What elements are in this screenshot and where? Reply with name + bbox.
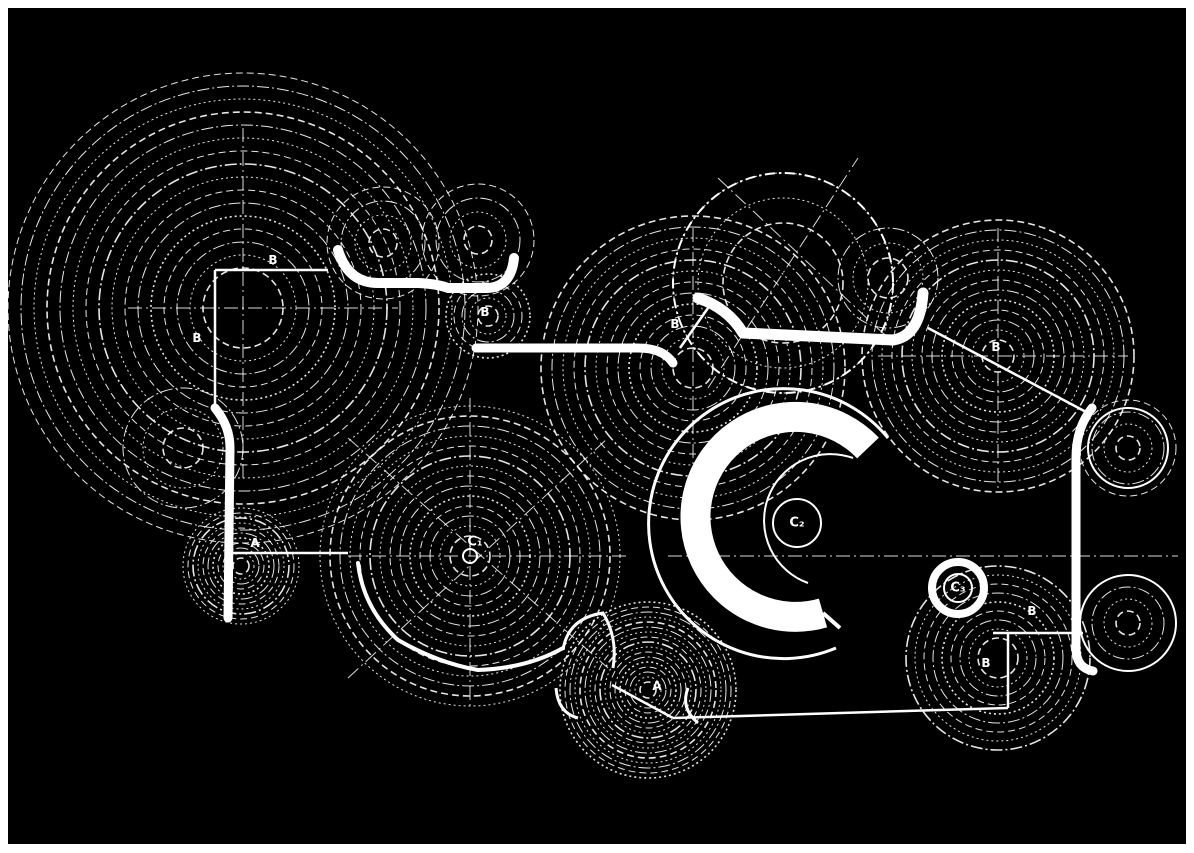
label-b-right: B — [991, 341, 1000, 353]
diagonal-large-circle — [673, 173, 893, 393]
label-a-bottom: A — [652, 680, 661, 692]
axis-c1-diagonal-2 — [348, 438, 608, 678]
ring-group-a-left-ring — [198, 523, 284, 609]
ring-group-lower-right-ring — [960, 620, 1036, 696]
right-small-circle — [1088, 408, 1168, 488]
label-b-center-small: B — [480, 306, 489, 318]
ring-group-small-right-ring — [1080, 400, 1176, 496]
connector-line — [680, 308, 708, 348]
ring-group-small-mid-ring — [868, 258, 908, 298]
tube-path — [215, 408, 230, 618]
c2-inner-arc — [764, 454, 853, 583]
ring-group-a-left-ring — [188, 513, 294, 619]
label-b-top-left: B — [268, 254, 277, 266]
label-b-left: B — [192, 332, 201, 344]
ring-group-a-bottom-ring — [585, 627, 711, 753]
ring-group-a-left-ring — [213, 538, 269, 594]
connector-line — [673, 708, 1008, 718]
ring-group-small-a-ring — [355, 215, 411, 271]
ring-group-small-left-ring — [163, 428, 203, 468]
ring-group-small-right-low-ring — [1116, 611, 1140, 635]
diagram-panel: B B B B B B B A A C₁ C₂ C₃ — [8, 8, 1186, 844]
label-a-left: A — [250, 537, 259, 549]
ring-group-lower-right-ring — [951, 611, 1045, 705]
ring-group-small-b-ring — [450, 212, 506, 268]
ring-group-small-left-ring — [143, 408, 223, 488]
ring-group-a-bottom-ring — [575, 617, 721, 763]
connector-line — [612, 685, 673, 718]
label-b-center-right: B — [670, 318, 679, 330]
ring-group-small-right-ring — [1092, 412, 1164, 484]
ring-group-small-b-ring — [422, 184, 534, 296]
ring-group-a-bottom-ring — [560, 602, 736, 778]
ring-group-lower-right-ring — [942, 602, 1054, 714]
axis-diagonal — [708, 158, 858, 388]
tube-path — [698, 293, 923, 340]
ring-group-small-right-low-ring — [1104, 599, 1152, 647]
ring-group-small-b-ring — [464, 226, 492, 254]
ring-group-small-a-ring — [369, 229, 397, 257]
ring-group-a-bottom-ring — [570, 612, 726, 768]
ring-group-a-left-ring — [193, 518, 289, 614]
ring-group-a-bottom-ring — [620, 662, 676, 718]
tube-path — [358, 563, 563, 670]
label-c1: C₁ — [467, 536, 482, 549]
label-c2: C₂ — [789, 517, 804, 530]
ring-group-a-bottom-ring — [595, 637, 701, 743]
ring-group-small-right-ring — [1116, 436, 1140, 460]
label-b-lower-right-2: B — [981, 657, 990, 669]
ring-group-a-bottom-ring — [605, 647, 691, 733]
ring-group-a-left-ring — [203, 528, 279, 604]
concentric-ring-groups — [8, 73, 1176, 778]
ring-group-lower-right-ring — [915, 575, 1081, 741]
diagram-canvas — [8, 8, 1186, 844]
ring-group-a-bottom-ring — [625, 667, 671, 713]
right-small-circle-low — [1080, 575, 1176, 671]
ring-group-diagonal-ring — [673, 173, 893, 393]
label-c3: C₃ — [950, 582, 965, 595]
label-b-lower-right-1: B — [1027, 605, 1036, 617]
ring-group-a-left-ring — [233, 558, 249, 574]
tube-paths — [215, 250, 1093, 723]
connector-line — [928, 328, 1088, 413]
ring-group-small-right-low-ring — [1092, 587, 1164, 659]
axis-diagonal-2 — [718, 178, 888, 338]
